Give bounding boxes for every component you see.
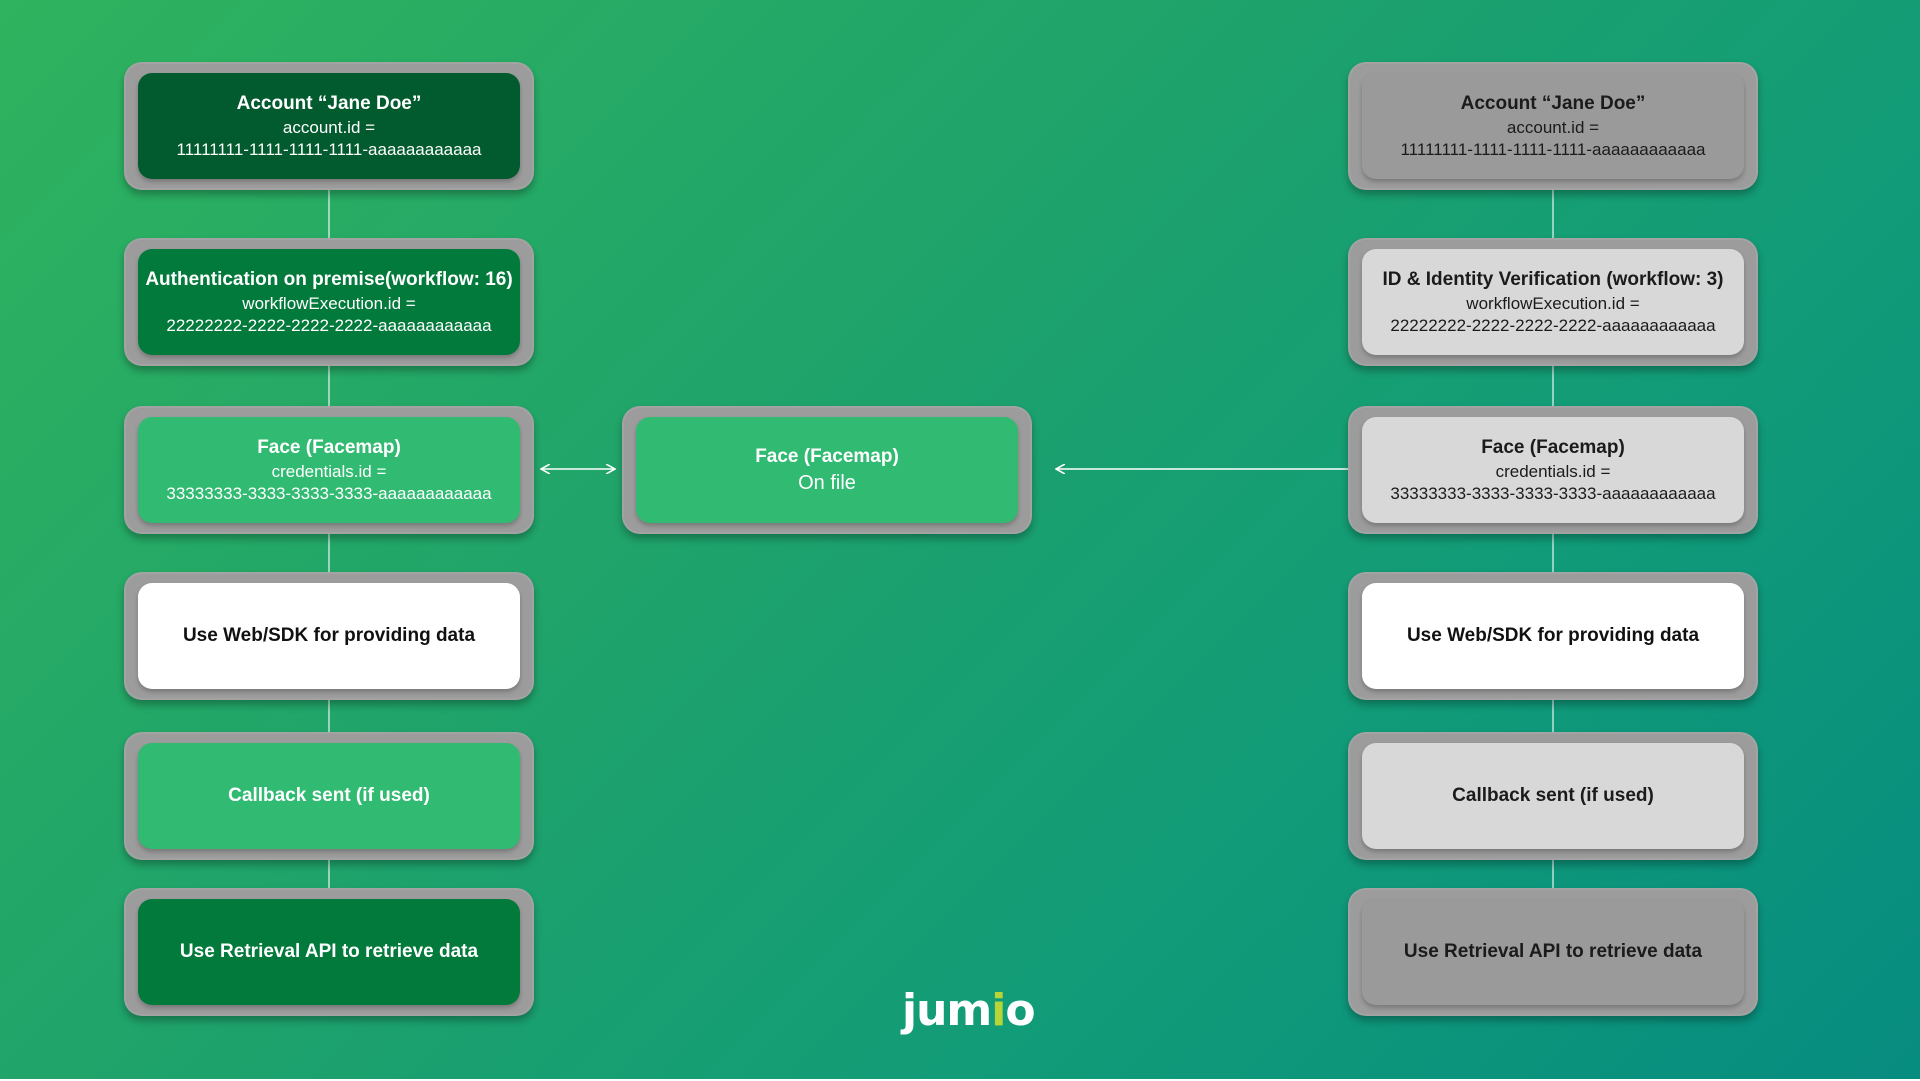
node-body: Use Web/SDK for providing data bbox=[1362, 583, 1744, 689]
node-workflow-right: ID & Identity Verification (workflow: 3)… bbox=[1348, 238, 1758, 366]
node-id: 11111111-1111-1111-1111-aaaaaaaaaaaa bbox=[1400, 140, 1706, 159]
node-body: Face (Facemap) On file bbox=[636, 417, 1018, 523]
node-title: Callback sent (if used) bbox=[1452, 785, 1654, 806]
node-title: Face (Facemap) bbox=[257, 437, 401, 458]
logo-text-start: jum bbox=[902, 985, 992, 1036]
node-body: ID & Identity Verification (workflow: 3)… bbox=[1362, 249, 1744, 355]
node-title: Callback sent (if used) bbox=[228, 785, 430, 806]
node-label: workflowExecution.id = bbox=[242, 294, 416, 313]
node-title: Use Web/SDK for providing data bbox=[1406, 625, 1700, 646]
connector-line bbox=[328, 534, 330, 572]
node-body: Face (Facemap) credentials.id = 33333333… bbox=[1362, 417, 1744, 523]
node-account-left: Account “Jane Doe” account.id = 11111111… bbox=[124, 62, 534, 190]
node-title: ID & Identity Verification (workflow: 3) bbox=[1382, 269, 1724, 290]
connector-line bbox=[1552, 190, 1554, 238]
connector-line bbox=[328, 700, 330, 732]
node-label: account.id = bbox=[1506, 118, 1600, 137]
connector-line bbox=[328, 366, 330, 406]
node-title: Face (Facemap) bbox=[1481, 437, 1625, 458]
node-title: Authentication on premise(workflow: 16) bbox=[145, 269, 513, 290]
connector-line bbox=[328, 858, 330, 888]
node-callback-left: Callback sent (if used) bbox=[124, 732, 534, 860]
node-body: Callback sent (if used) bbox=[1362, 743, 1744, 849]
node-body: Authentication on premise(workflow: 16) … bbox=[138, 249, 520, 355]
node-title: Use Retrieval API to retrieve data bbox=[1403, 941, 1703, 962]
node-retrieval-right: Use Retrieval API to retrieve data bbox=[1348, 888, 1758, 1016]
node-facemap-left: Face (Facemap) credentials.id = 33333333… bbox=[124, 406, 534, 534]
node-workflow-left: Authentication on premise(workflow: 16) … bbox=[124, 238, 534, 366]
node-body: Face (Facemap) credentials.id = 33333333… bbox=[138, 417, 520, 523]
node-facemap-right: Face (Facemap) credentials.id = 33333333… bbox=[1348, 406, 1758, 534]
node-title: Use Retrieval API to retrieve data bbox=[179, 941, 479, 962]
node-id: 22222222-2222-2222-2222-aaaaaaaaaaaa bbox=[166, 316, 492, 335]
node-id: 22222222-2222-2222-2222-aaaaaaaaaaaa bbox=[1390, 316, 1716, 335]
node-subtitle: On file bbox=[798, 472, 856, 494]
node-body: Account “Jane Doe” account.id = 11111111… bbox=[1362, 73, 1744, 179]
node-facemap-on-file: Face (Facemap) On file bbox=[622, 406, 1032, 534]
node-label: credentials.id = bbox=[1495, 462, 1611, 481]
node-title: Account “Jane Doe” bbox=[236, 93, 422, 114]
jumio-logo: jumio bbox=[902, 985, 1036, 1036]
node-body: Use Retrieval API to retrieve data bbox=[1362, 899, 1744, 1005]
node-body: Account “Jane Doe” account.id = 11111111… bbox=[138, 73, 520, 179]
node-body: Use Retrieval API to retrieve data bbox=[138, 899, 520, 1005]
connector-line bbox=[1552, 858, 1554, 888]
node-label: credentials.id = bbox=[271, 462, 387, 481]
node-title: Account “Jane Doe” bbox=[1460, 93, 1646, 114]
connector-line bbox=[1552, 700, 1554, 732]
logo-accent-letter: i bbox=[991, 985, 1006, 1036]
node-label: account.id = bbox=[282, 118, 376, 137]
node-web-sdk-right: Use Web/SDK for providing data bbox=[1348, 572, 1758, 700]
node-web-sdk-left: Use Web/SDK for providing data bbox=[124, 572, 534, 700]
node-id: 11111111-1111-1111-1111-aaaaaaaaaaaa bbox=[176, 140, 482, 159]
node-account-right: Account “Jane Doe” account.id = 11111111… bbox=[1348, 62, 1758, 190]
node-title: Use Web/SDK for providing data bbox=[182, 625, 476, 646]
node-retrieval-left: Use Retrieval API to retrieve data bbox=[124, 888, 534, 1016]
connector-line bbox=[328, 190, 330, 238]
node-title: Face (Facemap) bbox=[755, 446, 899, 467]
connector-line bbox=[1552, 534, 1554, 572]
node-body: Callback sent (if used) bbox=[138, 743, 520, 849]
node-id: 33333333-3333-3333-3333-aaaaaaaaaaaa bbox=[166, 484, 492, 503]
node-callback-right: Callback sent (if used) bbox=[1348, 732, 1758, 860]
node-label: workflowExecution.id = bbox=[1466, 294, 1640, 313]
node-id: 33333333-3333-3333-3333-aaaaaaaaaaaa bbox=[1390, 484, 1716, 503]
connector-line bbox=[1552, 366, 1554, 406]
logo-text-end: o bbox=[1005, 985, 1035, 1036]
node-body: Use Web/SDK for providing data bbox=[138, 583, 520, 689]
